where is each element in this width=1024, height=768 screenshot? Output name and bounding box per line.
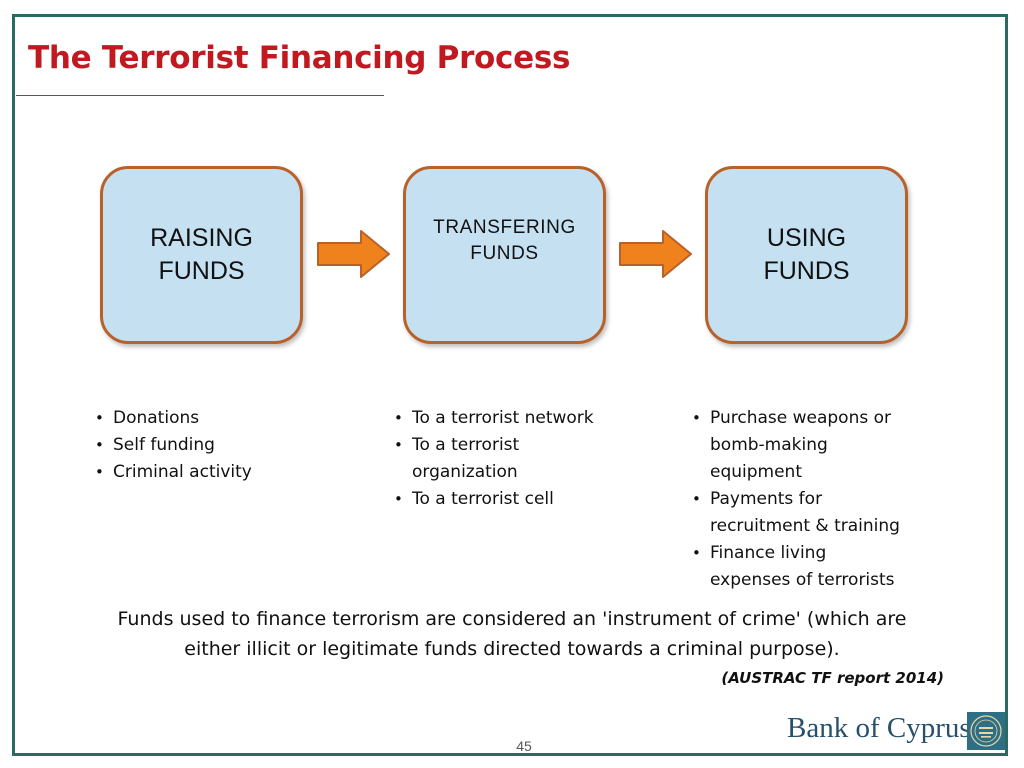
title-underline	[16, 95, 384, 96]
stage-label-line1: RAISING	[150, 224, 253, 252]
page-number: 45	[516, 738, 532, 754]
brand-name: Bank of Cyprus	[787, 712, 971, 744]
stage-box-raising-funds: RAISING FUNDS	[100, 166, 303, 344]
list-item: Finance living	[690, 540, 990, 567]
bank-of-cyprus-seal-icon	[967, 712, 1005, 750]
list-item: To a terrorist cell	[392, 486, 652, 513]
flow-arrow-right-icon	[317, 230, 390, 278]
list-item: Self funding	[93, 432, 353, 459]
stage-label-line2: FUNDS	[470, 243, 539, 264]
quote-line-2: either illicit or legitimate funds direc…	[184, 638, 840, 660]
list-item: Payments for	[690, 486, 990, 513]
list-item: Purchase weapons or	[690, 405, 990, 432]
stage-label-line2: FUNDS	[763, 257, 850, 285]
list-item-continuation: bomb-making	[710, 435, 828, 455]
list-item-continuation: equipment	[710, 462, 802, 482]
list-item-continuation: recruitment & training	[710, 516, 900, 536]
transfering-funds-details: To a terrorist network To a terrorist or…	[392, 405, 652, 513]
source-citation: (AUSTRAC TF report 2014)	[721, 669, 944, 687]
slide-title: The Terrorist Financing Process	[28, 40, 571, 76]
flow-arrow-right-icon	[619, 230, 692, 278]
list-item: To a terrorist network	[392, 405, 652, 432]
list-item: To a terrorist	[392, 432, 652, 459]
slide-frame	[12, 14, 1008, 756]
stage-label-line1: USING	[766, 224, 847, 252]
list-item: Criminal activity	[93, 459, 353, 486]
stage-label-line1: TRANSFERING	[433, 217, 576, 238]
list-item-continuation: organization	[412, 462, 518, 482]
using-funds-details: Purchase weapons or bomb-making equipmen…	[690, 405, 990, 594]
stage-label-line2: FUNDS	[158, 257, 245, 285]
stage-box-transfering-funds: TRANSFERING FUNDS	[403, 166, 606, 344]
definition-quote: Funds used to finance terrorism are cons…	[40, 604, 984, 664]
quote-line-1: Funds used to finance terrorism are cons…	[117, 608, 907, 630]
list-item-continuation: expenses of terrorists	[710, 570, 895, 590]
raising-funds-details: Donations Self funding Criminal activity	[93, 405, 353, 486]
list-item: Donations	[93, 405, 353, 432]
stage-box-using-funds: USING FUNDS	[705, 166, 908, 344]
